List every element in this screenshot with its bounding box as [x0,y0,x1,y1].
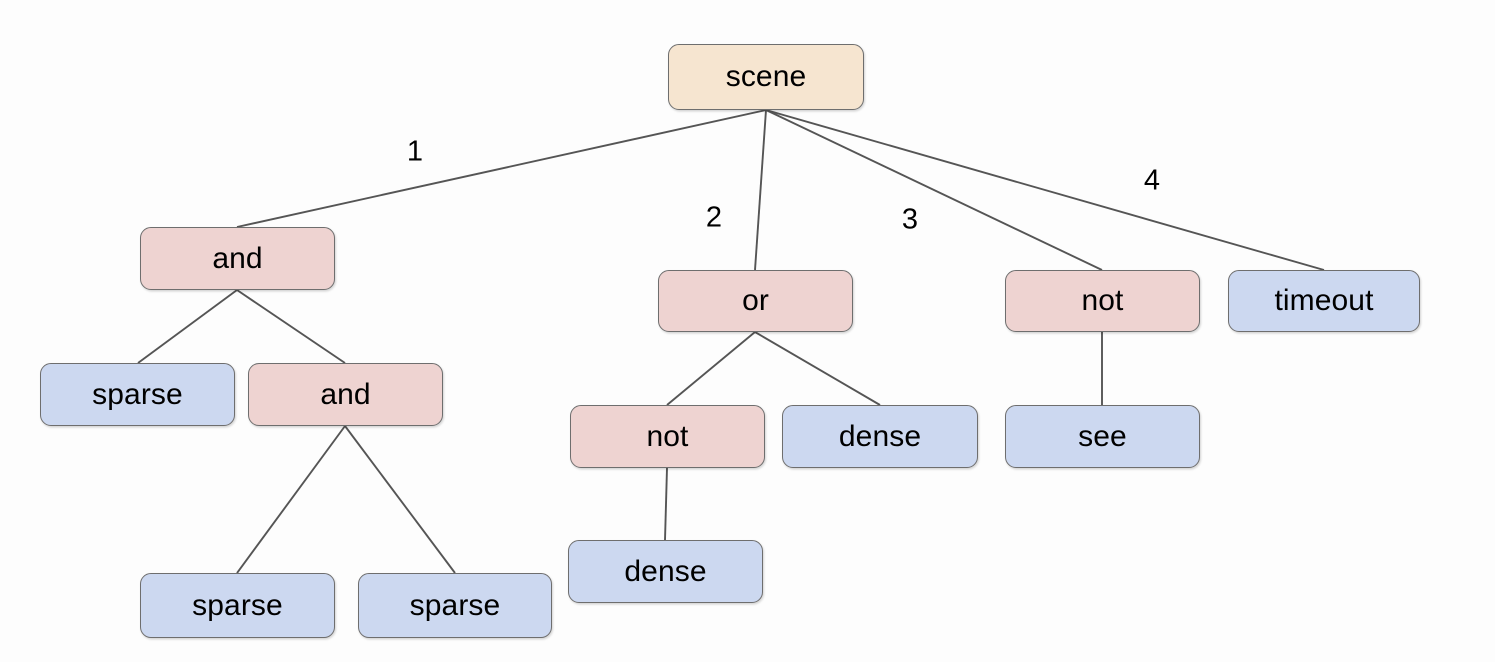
tree-node-scene[interactable]: scene [668,44,864,110]
tree-node-or1[interactable]: or [658,270,853,332]
tree-edge [754,109,767,271]
edge-label-1: 1 [406,135,424,168]
tree-node-label: sparse [409,588,501,622]
edge-label-4: 4 [1143,164,1161,197]
tree-node-timeout1[interactable]: timeout [1228,270,1420,332]
tree-node-label: dense [838,419,922,453]
tree-node-and2[interactable]: and [248,363,443,426]
tree-node-dense2[interactable]: dense [568,540,763,603]
tree-edge [765,109,1103,271]
tree-node-label: scene [725,60,807,93]
tree-node-label: see [1078,419,1127,453]
tree-edge [666,331,756,406]
tree-node-sparse3[interactable]: sparse [358,573,552,638]
tree-node-not2[interactable]: not [1005,270,1200,332]
edge-label-2: 2 [705,201,723,234]
tree-edge [137,289,238,364]
tree-node-not1[interactable]: not [570,405,765,468]
tree-node-see1[interactable]: see [1005,405,1200,468]
tree-node-label: sparse [192,588,283,622]
tree-node-dense1[interactable]: dense [782,405,978,468]
tree-edge [344,425,456,574]
tree-node-label: timeout [1274,284,1374,317]
tree-node-label: and [320,377,371,411]
tree-node-and1[interactable]: and [140,227,335,290]
tree-edge [765,109,1325,271]
tree-edge [236,109,767,228]
tree-node-label: not [646,419,689,453]
tree-node-label: dense [624,554,707,588]
tree-node-label: not [1081,284,1124,317]
tree-edge [236,289,346,364]
edge-label-3: 3 [901,203,919,236]
tree-node-sparse2[interactable]: sparse [140,573,335,638]
tree-edge [664,467,668,541]
tree-node-sparse1[interactable]: sparse [40,363,235,426]
tree-node-label: sparse [92,377,183,411]
tree-edge [236,425,346,574]
tree-node-label: and [212,241,263,275]
tree-edge [754,331,881,406]
tree-node-label: or [742,284,769,317]
